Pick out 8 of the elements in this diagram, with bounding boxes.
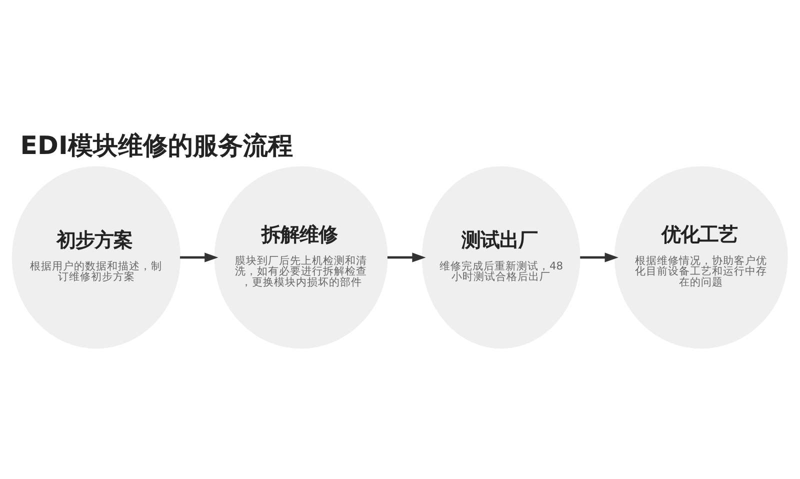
arrow: [580, 252, 618, 262]
node-circle: 优化工艺 根据维修情况，协助客户优化目前设备工艺和运行中存在的问题: [614, 166, 788, 349]
arrow: [387, 252, 426, 262]
diagram-title: EDI模块维修的服务流程: [20, 130, 293, 160]
node-circle: 拆解维修 膜块到厂后先上机检测和清洗，如有必要进行拆解检查，更换模块内损坏的部件: [214, 166, 388, 349]
node-circle: 初步方案 根据用户的数据和描述，制订维修初步方案: [12, 166, 181, 349]
arrow: [180, 252, 218, 262]
node-ellipse: 测试出厂 维修完成后重新测试，48小时测试合格后出厂: [422, 166, 580, 349]
